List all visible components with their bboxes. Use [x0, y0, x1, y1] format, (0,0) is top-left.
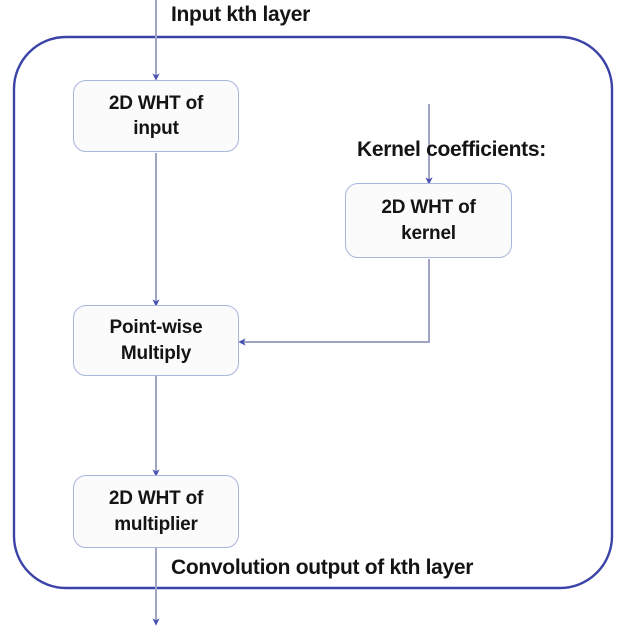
node-label-line1: 2D WHT of [108, 488, 204, 510]
node-label-line2: multiplier [114, 513, 198, 535]
node-2d-wht-of-input[interactable]: 2D WHT of input [73, 80, 239, 152]
node-point-wise-multiply[interactable]: Point-wise Multiply [73, 305, 239, 376]
edge-wht-kernel-to-multiply [238, 259, 430, 346]
node-2d-wht-of-multiplier[interactable]: 2D WHT of multiplier [73, 475, 239, 548]
convolution-output-label: Convolution output of kth layer [171, 556, 474, 579]
node-2d-wht-of-kernel[interactable]: 2D WHT of kernel [345, 183, 512, 258]
node-label-line1: 2D WHT of [108, 92, 204, 114]
node-label-line1: 2D WHT of [381, 197, 476, 219]
input-layer-label: Input kth layer [171, 3, 311, 26]
node-label-line2: input [133, 118, 179, 139]
node-label-line1: Point-wise [109, 317, 203, 339]
kernel-coefficients-label: Kernel coefficients: [357, 138, 546, 161]
node-label-line2: kernel [401, 222, 456, 244]
node-label-line2: Multiply [120, 342, 192, 364]
